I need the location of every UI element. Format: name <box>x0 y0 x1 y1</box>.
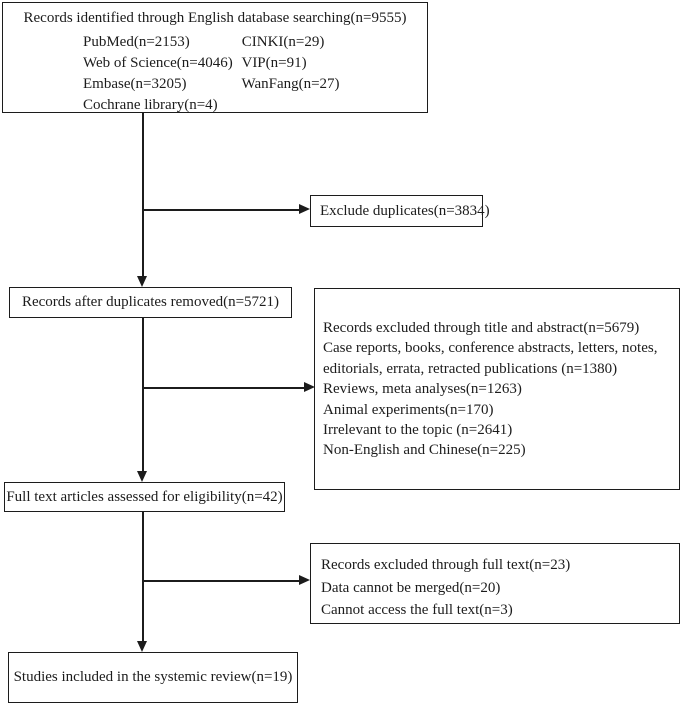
arrowhead-right-exclude-duplicates <box>299 204 310 214</box>
database-row: PubMed(n=2153) CINKI(n=29) <box>83 32 427 53</box>
database-list: PubMed(n=2153) CINKI(n=29) Web of Scienc… <box>83 32 427 116</box>
database-row: Embase(n=3205) WanFang(n=27) <box>83 74 427 95</box>
box-records-identified: Records identified through English datab… <box>2 2 428 113</box>
excluded-title-abstract-line: Non-English and Chinese(n=225) <box>323 442 526 459</box>
arrowhead-down-after-duplicates <box>137 276 147 287</box>
database-entry-cinki: CINKI(n=29) <box>241 34 325 50</box>
records-identified-title: Records identified through English datab… <box>23 10 407 26</box>
excluded-title-abstract-line: Reviews, meta analyses(n=1263) <box>323 381 522 398</box>
database-entry-wanfang: WanFang(n=27) <box>241 76 340 92</box>
database-entry-embase: Embase(n=3205) <box>83 76 187 92</box>
excluded-title-abstract-line: editorials, errata, retracted publicatio… <box>323 360 618 377</box>
box-records-after-duplicates: Records after duplicates removed(n=5721) <box>9 287 292 318</box>
arrowhead-down-included <box>137 641 147 652</box>
box-studies-included: Studies included in the systemic review(… <box>8 652 298 703</box>
studies-included-label: Studies included in the systemic review(… <box>13 669 293 685</box>
database-row: Web of Science(n=4046) VIP(n=91) <box>83 53 427 74</box>
connector-full-text-to-included <box>142 512 144 645</box>
arrowhead-down-full-text <box>137 471 147 482</box>
branch-to-excluded-title-abstract <box>142 387 305 389</box>
database-entry-web-of-science: Web of Science(n=4046) <box>83 55 233 71</box>
box-excluded-full-text: Records excluded through full text(n=23)… <box>310 543 680 624</box>
records-after-duplicates-label: Records after duplicates removed(n=5721) <box>21 294 280 310</box>
box-full-text-assessed: Full text articles assessed for eligibil… <box>4 482 285 512</box>
arrowhead-right-excluded-full-text <box>299 575 310 585</box>
excluded-title-abstract-line: Animal experiments(n=170) <box>323 401 494 418</box>
database-entry-vip: VIP(n=91) <box>241 55 307 71</box>
database-row: Cochrane library(n=4) <box>83 95 427 116</box>
full-text-assessed-label: Full text articles assessed for eligibil… <box>6 488 283 505</box>
excluded-full-text-line: Cannot access the full text(n=3) <box>321 602 513 618</box>
excluded-title-abstract-line: Records excluded through title and abstr… <box>323 320 640 336</box>
box-excluded-title-abstract: Records excluded through title and abstr… <box>314 288 680 490</box>
connector-identified-to-after-duplicates <box>142 113 144 279</box>
arrowhead-right-excluded-title-abstract <box>304 382 315 392</box>
branch-to-excluded-full-text <box>142 580 300 582</box>
exclude-duplicates-label: Exclude duplicates(n=3834) <box>320 202 490 219</box>
excluded-full-text-line: Data cannot be merged(n=20) <box>321 579 501 596</box>
excluded-title-abstract-line: Case reports, books, conference abstract… <box>323 340 658 357</box>
excluded-full-text-line: Records excluded through full text(n=23) <box>321 557 571 573</box>
database-entry-pubmed: PubMed(n=2153) <box>83 34 190 50</box>
database-entry-cochrane: Cochrane library(n=4) <box>83 97 218 113</box>
connector-after-duplicates-to-full-text <box>142 318 144 475</box>
excluded-title-abstract-line: Irrelevant to the topic (n=2641) <box>323 422 513 439</box>
branch-to-exclude-duplicates <box>142 209 300 211</box>
box-exclude-duplicates: Exclude duplicates(n=3834) <box>310 195 490 227</box>
